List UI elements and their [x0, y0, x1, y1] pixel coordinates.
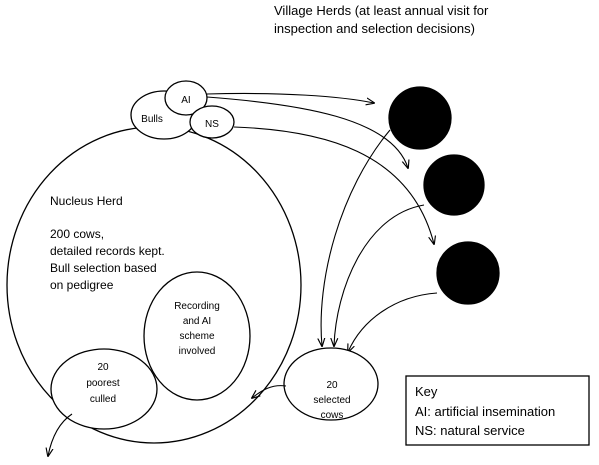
- ai-to-herd2-arrow: [206, 96, 408, 168]
- recording-line3: scheme: [179, 331, 214, 342]
- village-herd-2: [423, 154, 485, 216]
- selected-line2: selected: [313, 395, 350, 406]
- selected-line1: 20: [326, 380, 338, 391]
- culled-line3: culled: [90, 394, 116, 405]
- recording-line4: involved: [179, 346, 216, 357]
- nucleus-herd-line2: detailed records kept.: [50, 244, 165, 258]
- culled-ellipse: [50, 348, 158, 430]
- ai-to-herd1-arrow: [206, 92, 374, 103]
- herd1-to-selected-arrow: [321, 129, 391, 346]
- village-herd-3: [436, 241, 500, 305]
- key-box: [405, 375, 590, 446]
- ai-ellipse: [164, 80, 208, 116]
- ns-ellipse: [189, 105, 235, 139]
- village-herds-title-line1: Village Herds (at least annual visit for: [274, 3, 489, 18]
- recording-line1: Recording: [174, 301, 220, 312]
- key-ai: AI: artificial insemination: [415, 404, 555, 419]
- bulls-label: Bulls: [141, 114, 163, 125]
- herd3-to-selected-arrow: [348, 292, 438, 352]
- nucleus-herd-line1: 200 cows,: [50, 227, 104, 241]
- nucleus-herd-title: Nucleus Herd: [50, 194, 123, 208]
- selected-line3: cows: [321, 410, 344, 421]
- culled-line1: 20: [97, 362, 109, 373]
- village-herd-1: [388, 86, 452, 150]
- selected-cows-ellipse: [283, 347, 379, 421]
- ns-label: NS: [205, 119, 219, 130]
- ai-label: AI: [181, 95, 190, 106]
- nucleus-herd-line3: Bull selection based: [50, 261, 157, 275]
- village-herds-title-line2: inspection and selection decisions): [274, 21, 475, 36]
- ns-to-herd3-arrow: [233, 126, 434, 244]
- key-ns: NS: natural service: [415, 423, 525, 438]
- culled-out-arrow: [48, 413, 73, 456]
- recording-line2: and AI: [183, 316, 211, 327]
- selected-to-nucleus-arrow: [252, 385, 287, 398]
- nucleus-herd-line4: on pedigree: [50, 278, 114, 292]
- recording-scheme-ellipse: [143, 271, 251, 401]
- key-title: Key: [415, 384, 438, 399]
- herd2-to-selected-arrow: [334, 204, 425, 346]
- culled-line2: poorest: [86, 378, 120, 389]
